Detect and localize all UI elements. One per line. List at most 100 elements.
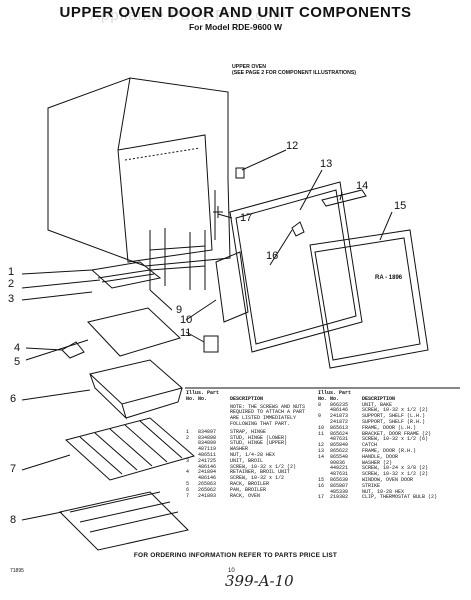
oven-rack <box>64 417 196 481</box>
part-description: SCREW, 10-24 x 3/8 (2) <box>362 465 429 472</box>
col-illus-header: Illus. Part <box>318 390 352 396</box>
parts-row: 485330 NUT, 10-28 HEX <box>318 488 466 496</box>
col-no-header: No. No. <box>186 395 208 402</box>
part-no: 486146 <box>198 463 217 470</box>
parts-row: 834899 STUD, HINGE (UPPER) <box>186 441 316 447</box>
oven-window <box>309 229 429 369</box>
illus-no: 8 <box>318 401 322 408</box>
part-no: 487631 <box>330 436 349 443</box>
part-no: 487119 <box>198 446 217 453</box>
page-title: UPPER OVEN DOOR AND UNIT COMPONENTS <box>59 4 412 21</box>
illus-no: 9 <box>318 413 322 420</box>
part-description: WASHER <box>230 446 249 453</box>
callout-16: 16 <box>266 250 279 262</box>
part-no: 241873 <box>330 413 349 420</box>
part-description: SCREW, 10-32 x 1/2 (6) <box>362 436 429 443</box>
door-frame-left <box>215 251 249 323</box>
part-no: 241893 <box>198 492 217 499</box>
part-no: 241725 <box>198 457 217 464</box>
part-no: 487631 <box>330 471 349 478</box>
part-no: 241894 <box>198 469 217 476</box>
oven-cavity <box>47 77 231 267</box>
callout-5: 5 <box>14 356 21 368</box>
callout-1: 1 <box>8 266 15 278</box>
part-description: SCREW, 10-32 x 1/2 (2) <box>362 471 429 478</box>
part-description: SUPPORT, SHELF (R.H.) <box>362 418 426 425</box>
callout-3: 3 <box>8 293 15 305</box>
strike <box>291 221 305 237</box>
door-frame-right <box>229 181 363 353</box>
part-no: 486511 <box>198 451 217 458</box>
document-code: 71895 <box>10 568 24 574</box>
callout-8: 8 <box>10 514 17 526</box>
part-no: 834899 <box>198 440 217 447</box>
callout-4: 4 <box>14 342 21 354</box>
upper-oven-note: UPPER OVEN (SEE PAGE 2 FOR COMPONENT ILL… <box>232 64 357 76</box>
page-number: 10 <box>228 568 235 574</box>
ordering-info-footer: FOR ORDERING INFORMATION REFER TO PARTS … <box>133 552 338 559</box>
part-description: CATCH <box>362 442 378 449</box>
part-description: SCREW, 10-32 x 1/2 (2) <box>230 463 297 470</box>
figure-code: RA - 1896 <box>375 275 403 281</box>
callout-7: 7 <box>10 463 17 475</box>
parts-row: 486146 SCREW, 10-32 x 1/2 (2) <box>186 463 316 471</box>
door-bracket <box>203 335 219 353</box>
parts-row: 487631 SCREW, 10-32 x 1/2 (2) <box>318 471 466 478</box>
broil-unit <box>90 261 162 289</box>
callout-17: 17 <box>240 212 253 224</box>
handwritten-note: 399-A-10 <box>225 572 294 590</box>
part-no: 241872 <box>330 418 349 425</box>
part-no: 486146 <box>198 475 217 482</box>
callout-9: 9 <box>176 304 183 316</box>
illus-no: 6 <box>186 486 190 493</box>
part-description: WASHER (2) <box>362 459 393 466</box>
part-no: 865613 <box>330 424 349 431</box>
part-description: WINDOW, OVEN DOOR <box>362 476 414 483</box>
part-no: 865849 <box>330 442 349 449</box>
part-no: 834897 <box>198 428 217 435</box>
col-illus-header: Illus. Part <box>186 390 220 396</box>
illus-no: 5 <box>186 480 190 487</box>
part-no: 865622 <box>330 447 349 454</box>
part-no: 485330 <box>330 488 349 495</box>
part-description: STUD, HINGE (UPPER) <box>230 440 288 447</box>
callout-15: 15 <box>394 200 407 212</box>
part-no: 866235 <box>330 401 349 408</box>
part-no: 265062 <box>198 486 217 493</box>
callout-12: 12 <box>286 140 299 152</box>
parts-row: 241872 SUPPORT, SHELF (R.H.) <box>318 418 466 426</box>
part-no: 834898 <box>198 434 217 441</box>
parts-row: 90036 WASHER (2) <box>318 459 466 467</box>
shelf-supports <box>149 228 206 290</box>
part-no: 265063 <box>198 480 217 487</box>
illus-no: 1 <box>186 428 190 435</box>
illus-no: 10 <box>318 424 325 431</box>
parts-note: NOTE: THE SCREWS AND NUTS REQUIRED TO AT… <box>230 403 306 427</box>
part-description: STRIKE <box>362 482 381 489</box>
broiler-pan <box>88 359 184 420</box>
part-no: 90036 <box>330 459 346 466</box>
part-description: STUD, HINGE (LOWER) <box>230 434 288 441</box>
page-subtitle: For Model RDE-9600 W <box>188 22 283 32</box>
parts-row: 487119 WASHER <box>186 446 316 453</box>
col-no-header: No. No. <box>318 395 340 402</box>
part-description: NUT, 10-28 HEX <box>362 488 405 495</box>
callout-14: 14 <box>356 180 369 192</box>
part-description: BRACKET, DOOR FRAME (2) <box>362 430 432 437</box>
broil-retainer <box>61 341 85 359</box>
broiler-rack <box>87 307 181 357</box>
parts-row: 487631 SCREW, 10-32 x 1/2 (6) <box>318 437 466 443</box>
bake-unit <box>59 491 189 551</box>
